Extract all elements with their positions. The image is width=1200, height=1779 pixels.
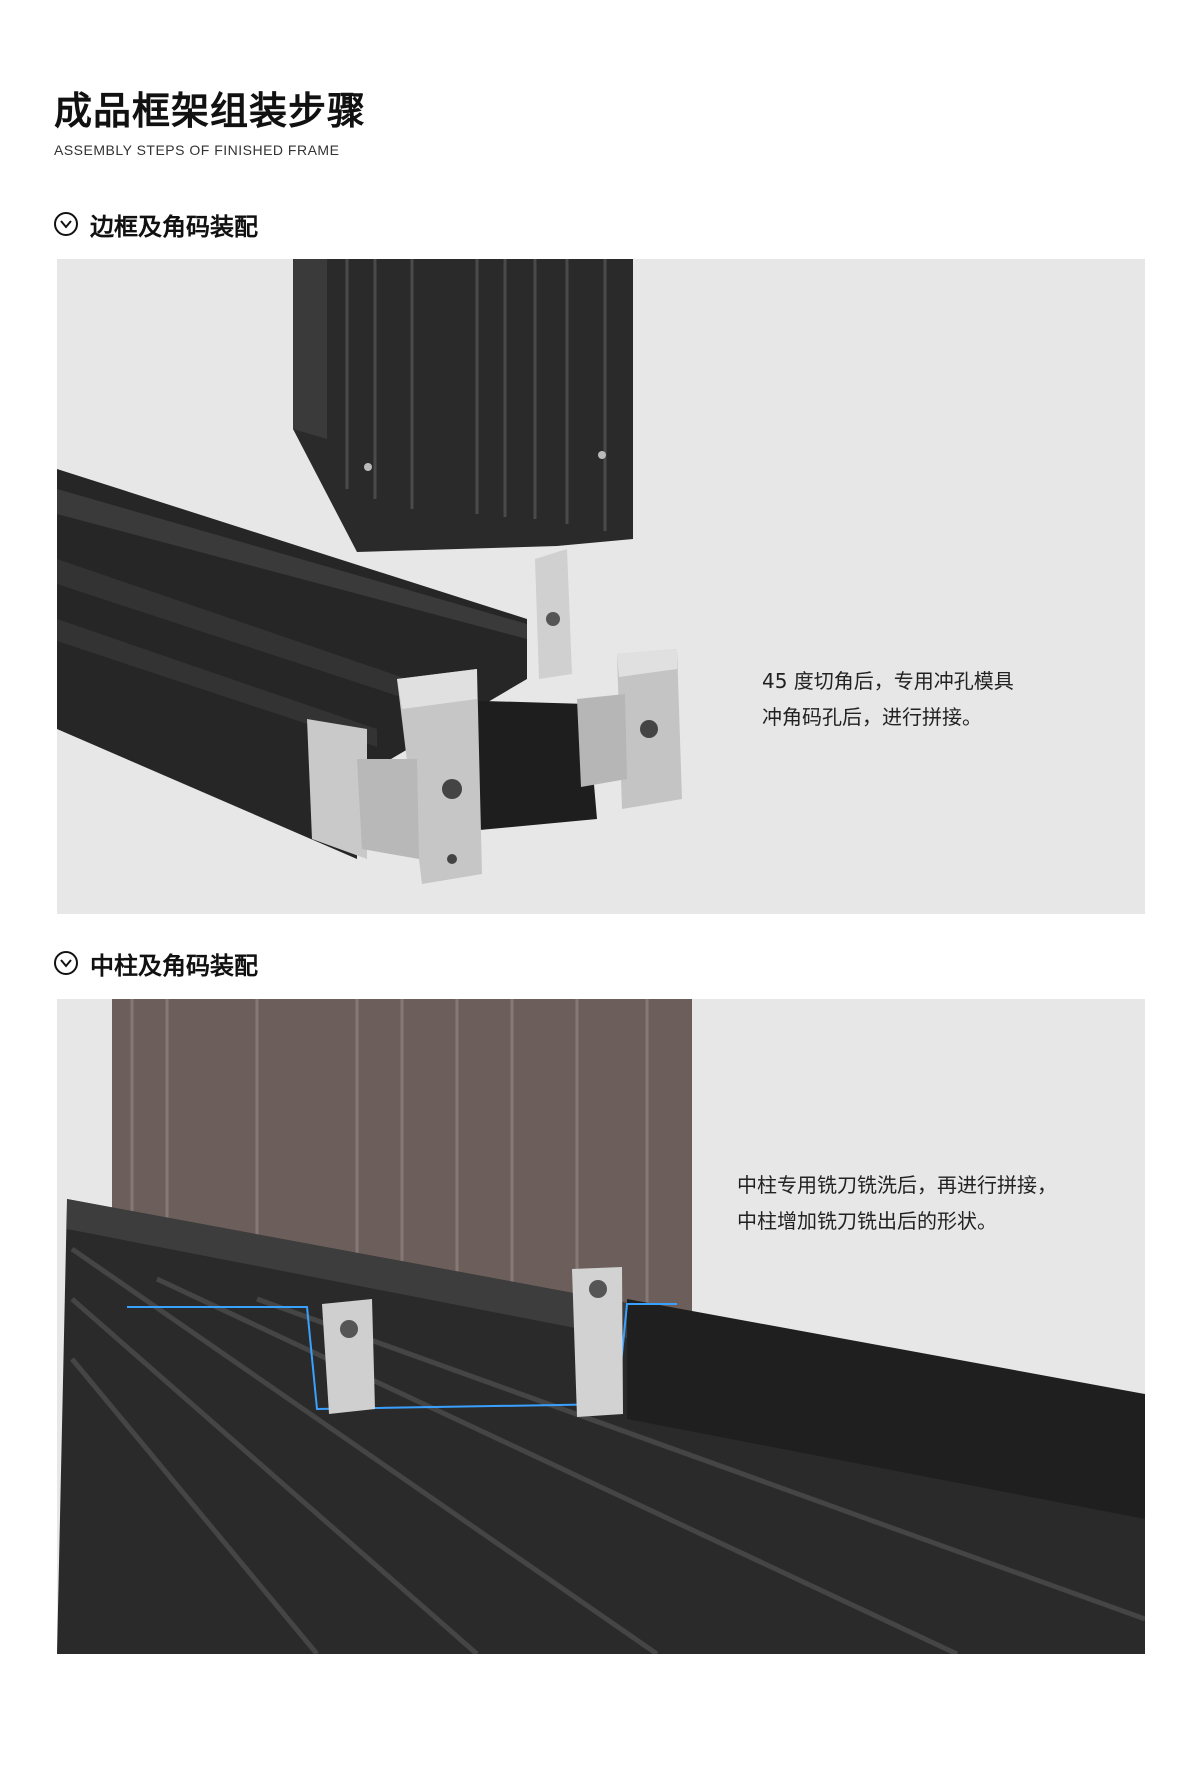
description-line: 中柱专用铣刀铣洗后，再进行拼接， — [737, 1173, 1057, 1197]
section-title: 边框及角码装配 — [90, 212, 258, 241]
frame-corner-illustration — [57, 259, 682, 884]
page-subtitle: ASSEMBLY STEPS OF FINISHED FRAME — [54, 142, 340, 158]
frame-assembly-image: 45 度切角后，专用冲孔模具 冲角码孔后，进行拼接。 — [57, 259, 1145, 914]
section-header-mullion-assembly: 中柱及角码装配 — [54, 946, 258, 980]
description-line: 冲角码孔后，进行拼接。 — [762, 705, 982, 729]
chevron-down-circle-icon — [54, 951, 78, 975]
description-line: 45 度切角后，专用冲孔模具 — [762, 669, 1014, 693]
description-line: 中柱增加铣刀铣出后的形状。 — [737, 1209, 997, 1233]
mullion-assembly-image: 中柱专用铣刀铣洗后，再进行拼接， 中柱增加铣刀铣出后的形状。 — [57, 999, 1145, 1654]
section-title: 中柱及角码装配 — [90, 951, 258, 980]
chevron-down-circle-icon — [54, 212, 78, 236]
page-title: 成品框架组装步骤 — [54, 89, 367, 133]
mullion-joint-illustration — [57, 999, 1145, 1654]
section-header-frame-assembly: 边框及角码装配 — [54, 207, 258, 241]
